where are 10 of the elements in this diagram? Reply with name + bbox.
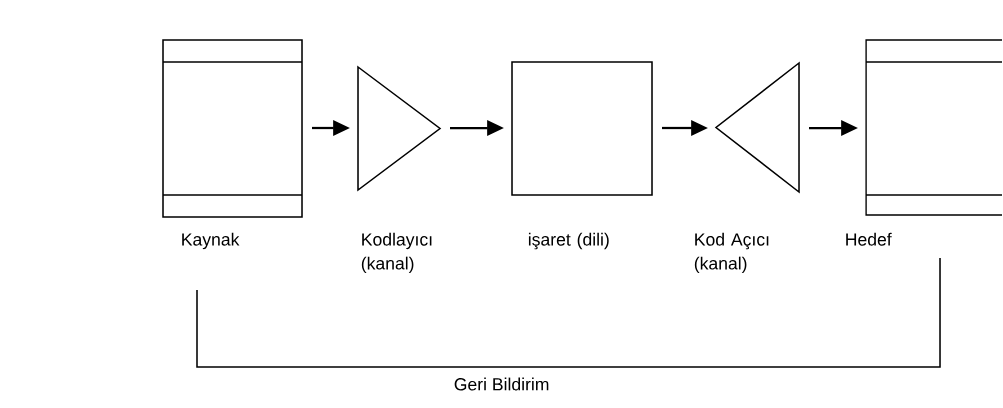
node-label: Kodlayıcı (kanal) — [361, 232, 432, 274]
node-label: Kaynak — [182, 232, 240, 250]
source-box — [162, 39, 303, 218]
node-label: Hedef — [846, 232, 892, 246]
node-label: Kod Açıcı (kanal) — [694, 232, 769, 274]
node-label: işaret (dili) — [528, 232, 609, 250]
destination-box — [865, 39, 1003, 216]
signal-square — [511, 61, 653, 196]
edge-label: Geri Bildirim — [454, 377, 549, 391]
feedback-line — [196, 257, 941, 368]
